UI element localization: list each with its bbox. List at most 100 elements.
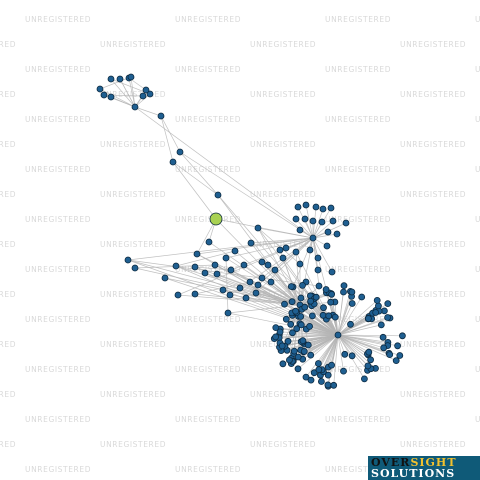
entity-node	[226, 291, 234, 299]
watermark-text: UNREGISTERED	[175, 365, 241, 374]
graph-edge	[337, 317, 388, 336]
entity-node	[222, 254, 230, 262]
watermark-text: UNREGISTERED	[175, 215, 241, 224]
entity-node	[309, 217, 317, 225]
graph-edge	[204, 272, 301, 306]
entity-node	[131, 103, 139, 111]
graph-edge	[337, 334, 384, 349]
highlighted-entity-node	[209, 212, 223, 226]
entity-node	[296, 226, 304, 234]
entity-node	[330, 381, 338, 389]
graph-edge	[134, 106, 314, 239]
entity-node	[320, 304, 327, 312]
entity-node	[310, 369, 318, 377]
graph-edge	[255, 237, 314, 294]
watermark-text: UNREGISTERED	[100, 240, 166, 249]
watermark-text: UNREGISTERED	[325, 115, 391, 124]
watermark-text: UNREGISTERED	[325, 65, 391, 74]
entity-node	[211, 261, 219, 269]
entity-node	[374, 302, 382, 310]
entity-node	[364, 315, 372, 322]
watermark-text: UNREGISTERED	[250, 390, 316, 399]
watermark-text: UNREGISTERED	[100, 390, 166, 399]
entity-node	[272, 333, 280, 341]
watermark-text: UNREGISTERED	[400, 390, 466, 399]
graph-edge	[245, 277, 263, 299]
entity-node	[289, 329, 296, 337]
watermark-text: UNREGISTERED	[0, 190, 16, 199]
entity-node	[169, 158, 177, 166]
entity-node	[317, 378, 325, 385]
entity-node	[307, 376, 315, 384]
watermark-text: UNREGISTERED	[175, 165, 241, 174]
graph-edge	[127, 237, 314, 261]
logo-word-solutions: SOLUTIONS	[371, 467, 456, 480]
entity-node	[242, 294, 250, 302]
graph-edge	[160, 115, 174, 163]
graph-edge	[215, 218, 301, 306]
graph-edge	[257, 227, 301, 265]
watermark-text: UNREGISTERED	[100, 40, 166, 49]
node-layer	[96, 73, 406, 390]
watermark-text: UNREGISTERED	[400, 240, 466, 249]
graph-edge	[337, 334, 369, 353]
graph-edge	[196, 218, 217, 255]
graph-edge	[337, 334, 369, 367]
entity-node	[300, 347, 308, 355]
watermark-text: UNREGISTERED	[175, 415, 241, 424]
entity-node	[302, 373, 310, 381]
entity-node	[384, 314, 392, 321]
graph-edge	[172, 161, 219, 196]
watermark-text: UNREGISTERED	[0, 390, 16, 399]
watermark-text: UNREGISTERED	[25, 465, 91, 474]
graph-edge	[337, 324, 382, 336]
entity-node	[139, 92, 147, 100]
entity-node	[364, 362, 372, 370]
watermark-text: UNREGISTERED	[175, 15, 241, 24]
watermark-text: UNREGISTERED	[325, 465, 391, 474]
graph-edge	[312, 237, 333, 273]
graph-edge	[110, 78, 136, 108]
logo-word-sight: SIGHT	[410, 456, 457, 469]
graph-edge	[305, 204, 314, 239]
watermark-text: UNREGISTERED	[475, 65, 480, 74]
graph-edge	[312, 220, 334, 239]
entity-node	[142, 86, 150, 94]
graph-edge	[175, 250, 236, 267]
entity-node	[258, 274, 266, 282]
entity-node	[294, 353, 302, 361]
graph-edge	[222, 289, 339, 336]
entity-node	[314, 254, 322, 262]
entity-node	[396, 352, 404, 359]
watermark-text: UNREGISTERED	[250, 240, 316, 249]
watermark-text: UNREGISTERED	[25, 265, 91, 274]
entity-node	[279, 254, 287, 262]
graph-edge	[337, 334, 368, 355]
entity-node	[96, 85, 104, 93]
graph-edge	[304, 334, 339, 352]
graph-edge	[318, 334, 339, 370]
graph-edge	[179, 151, 219, 196]
entity-node	[328, 290, 336, 298]
entity-node	[309, 234, 317, 242]
entity-node	[107, 75, 115, 83]
watermark-text: UNREGISTERED	[475, 415, 480, 424]
watermark-text: UNREGISTERED	[400, 190, 466, 199]
entity-node	[315, 282, 323, 290]
graph-edge	[297, 334, 339, 370]
watermark-text: UNREGISTERED	[475, 15, 480, 24]
graph-edge	[291, 286, 339, 336]
entity-node	[246, 278, 254, 286]
watermark-text: UNREGISTERED	[25, 115, 91, 124]
graph-edge	[312, 233, 338, 239]
graph-edge	[177, 294, 301, 306]
entity-node	[328, 361, 336, 369]
watermark-text: UNREGISTERED	[25, 365, 91, 374]
watermark-text: UNREGISTERED	[325, 15, 391, 24]
watermark-text: UNREGISTERED	[25, 65, 91, 74]
entity-node	[312, 203, 320, 211]
watermark-text: UNREGISTERED	[100, 340, 166, 349]
graph-edge	[285, 237, 314, 249]
graph-edge	[312, 237, 319, 271]
